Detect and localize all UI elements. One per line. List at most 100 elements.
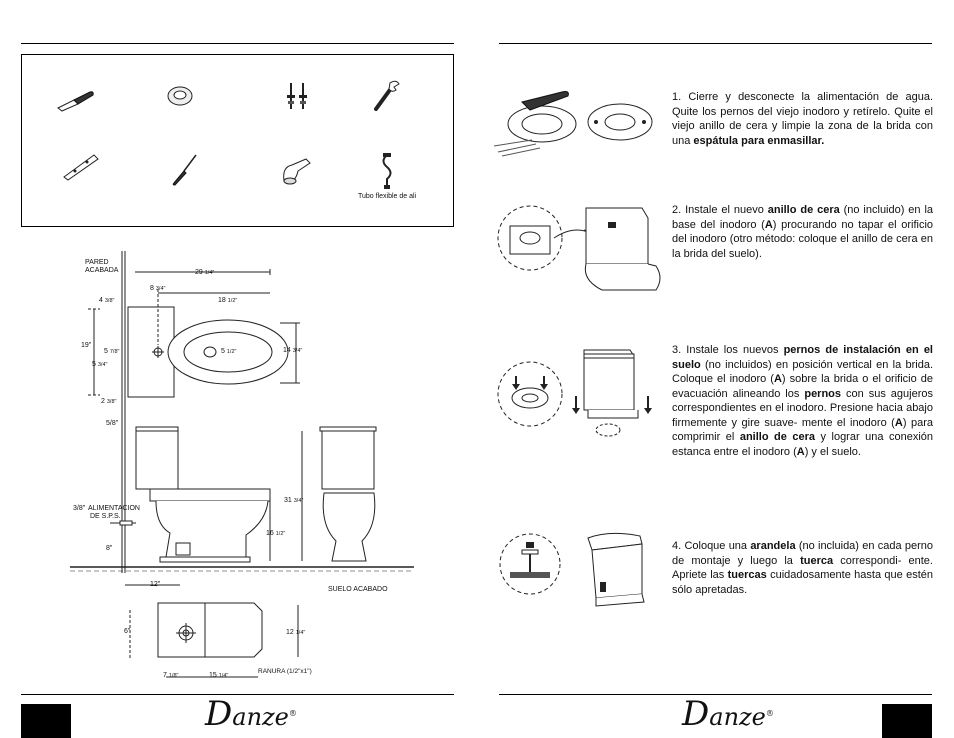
logo-rest: anze (709, 703, 766, 731)
step-4-part: (no incluida) en cada perno de montaje y… (672, 540, 933, 567)
tools-box: Tubo flexible de ali (21, 54, 454, 227)
dim-31-frac: 3/4" (293, 498, 304, 504)
dim-14-value: 14 (283, 347, 291, 354)
dim-31-value: 31 (284, 497, 292, 504)
step1-figure (493, 91, 653, 157)
dim-31: 31 3/4" (284, 497, 303, 505)
dim-18: 18 1/2" (218, 297, 237, 305)
step-2-bold: A (764, 218, 773, 231)
dim-8-value: 8 (150, 285, 154, 292)
danze-logo-left: Danze® (205, 694, 297, 734)
dim-12b-value: 12 (286, 629, 294, 636)
step-4-bold: arandela (750, 540, 796, 552)
step-3-part: ) para comprimir el (672, 416, 933, 444)
step-2-text: 2. Instale el nuevo anillo de cera (no i… (672, 203, 933, 261)
page-number-box-left (21, 704, 71, 738)
dim-12b: 12 1/4" (286, 629, 305, 637)
dim-2: 2 3/8" (101, 398, 116, 406)
step-1-text: 1. Cierre y desconecte la alimentación d… (672, 90, 933, 148)
dim-5c: 5 1/2" (221, 348, 236, 356)
dim-5a: 5 7/8" (104, 348, 119, 356)
page-number-box-right (882, 704, 932, 738)
step-3-part: 3. Instale los nuevos (672, 344, 784, 356)
dim-2-value: 2 (101, 398, 105, 405)
dim-16: 16 1/2" (266, 530, 285, 538)
step-4-bold: tuerca (800, 554, 834, 567)
dim-29: 29 1/4" (195, 269, 214, 277)
step-3-part: y lograr una conexión estanca entre el i… (672, 431, 933, 458)
step-2-part: 2. Instale el nuevo (672, 204, 768, 216)
step3-figure (497, 349, 652, 437)
dim-4-value: 4 (99, 297, 103, 304)
flex-tube-label: Tubo flexible de ali (358, 193, 417, 200)
dim-18-frac: 1/2" (227, 298, 238, 304)
dim-5b: 5 3/4" (92, 361, 107, 369)
logo-mark: ® (288, 709, 297, 718)
dim-14-frac: 3/4" (292, 348, 303, 354)
dim-5a-value: 5 (104, 348, 108, 355)
dim-5a-frac: 7/8" (109, 349, 120, 355)
dim-29-frac: 1/4" (204, 270, 215, 276)
step-3-bold: A (773, 373, 782, 385)
logo-rest: anze (232, 703, 289, 731)
step-2-part: ) procurando no tapar el orificio del in… (672, 218, 934, 260)
step-4-bold: tuercas (727, 569, 767, 581)
step-3-part: (no incluidos) en posición vertical en l… (672, 358, 933, 386)
step-3-part: ) sobre la brida o el orificio de evacua… (672, 373, 933, 400)
step-3-bold: A (796, 445, 805, 458)
level-icon (63, 154, 99, 181)
step-3-bold: pernos (804, 387, 842, 400)
logo-initial: D (682, 694, 710, 734)
dim-15-value: 15 (209, 672, 217, 679)
step-4-part: correspondi- ente. Apriete las (672, 554, 933, 582)
dim-19: 19" (81, 342, 92, 349)
dim-8: 8 3/4" (150, 285, 165, 293)
dim-15-frac: 1/4" (218, 673, 229, 679)
screwdriver-icon (172, 154, 197, 186)
top-rule-right (499, 43, 932, 44)
ranura-label: RANURA (1/2"x1") (258, 668, 312, 675)
wax-ring-icon (167, 86, 193, 106)
dim-8-frac: 3/4" (155, 286, 166, 292)
dim-5b-frac: 3/4" (97, 362, 108, 368)
sealant-icon (283, 158, 311, 185)
dim-7-value: 7 (163, 672, 167, 679)
dim-2-frac: 3/8" (106, 399, 117, 405)
dim-7-frac: 1/8" (168, 673, 179, 679)
flex-tube-icon (382, 153, 392, 189)
step2-figure (497, 205, 661, 291)
bolts-icon (287, 83, 307, 109)
dim-15: 15 1/4" (209, 672, 228, 680)
dim-12: 12" (150, 581, 161, 588)
pared-text: PARED (85, 259, 109, 266)
step-1-part: 1. Cierre y desconecte la alimentación d… (672, 91, 933, 147)
acabada-text: ACABADA (85, 267, 119, 274)
step-2-part: (no incluido) en la base del inodoro ( (672, 204, 934, 231)
dim-5c-frac: 1/2" (226, 349, 237, 355)
step-3-part: con sus agujeros correspondientes en el … (672, 387, 933, 429)
step-4-part: 4. Coloque una (672, 540, 751, 552)
suelo-acabado-label: SUELO ACABADO (328, 586, 388, 593)
de-sps-text: DE S.P.S. (90, 513, 121, 520)
dim-7: 7 1/8" (163, 672, 178, 680)
top-rule-left (21, 43, 454, 44)
dim-5c-value: 5 (221, 348, 225, 355)
bottom-rule-left (21, 694, 454, 695)
dim-12b-frac: 1/4" (295, 630, 306, 636)
dim-16-value: 16 (266, 530, 274, 537)
step-3-bold: pernos de instalación en el suelo (672, 344, 933, 371)
dim-5-8: 5/8" (106, 420, 119, 427)
step-3-text: 3. Instale los nuevos pernos de instalac… (672, 343, 933, 459)
dim-16-frac: 1/2" (275, 531, 286, 537)
dim-18-value: 18 (218, 297, 226, 304)
dim-5b-value: 5 (92, 361, 96, 368)
alimentacion-text: ALIMENTACION (88, 505, 140, 512)
dim-3-8: 3/8" (73, 505, 86, 512)
step-3-part: ) y el suelo. (804, 445, 861, 458)
putty-knife-icon (57, 91, 94, 112)
step-4-part: cuidadosamente hasta que estén sólo apre… (672, 569, 934, 596)
dim-6: 6" (124, 628, 131, 635)
dim-14: 14 3/4" (283, 347, 302, 355)
step-2-bold: anillo de cera (767, 204, 840, 216)
